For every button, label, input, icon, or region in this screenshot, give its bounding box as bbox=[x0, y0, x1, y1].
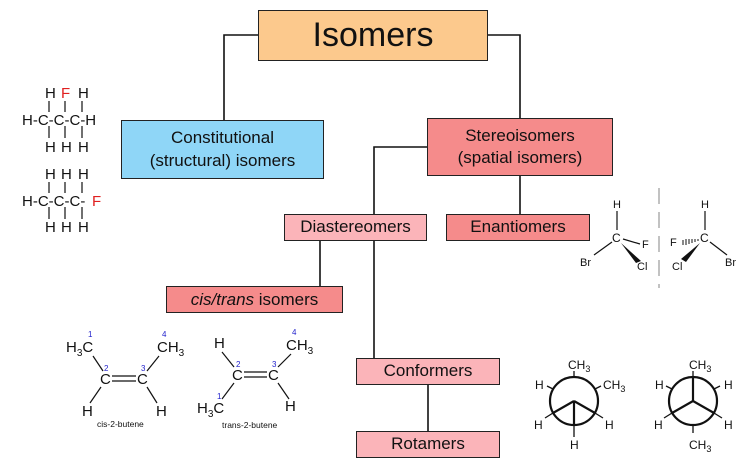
stereoisomers-line1: Stereoisomers bbox=[465, 125, 575, 145]
trans-2-butene: H 4 CH3 2 3 C C 1 H3C H trans-2-butene bbox=[197, 328, 314, 430]
h-atom: H bbox=[535, 378, 544, 392]
cl-atom: Cl bbox=[637, 261, 647, 273]
trans-2-butene-caption: trans-2-butene bbox=[222, 420, 278, 430]
cis-trans-rest: isomers bbox=[254, 290, 319, 309]
enantiomers-box: Enantiomers bbox=[446, 214, 590, 241]
h-atom: H bbox=[78, 219, 89, 236]
chiral-carbon: C bbox=[700, 231, 709, 245]
methyl-group: CH3 bbox=[286, 337, 314, 357]
carbon-number: 2 bbox=[236, 360, 241, 369]
title-box: Isomers bbox=[258, 10, 488, 61]
carbon-number: 3 bbox=[141, 364, 146, 373]
f-atom: F bbox=[92, 193, 101, 210]
methyl-group: H3C bbox=[197, 400, 224, 420]
h-atom: H bbox=[285, 398, 296, 415]
conformers-box: Conformers bbox=[356, 358, 500, 385]
h-atom: H bbox=[613, 199, 621, 211]
alkene-carbon: C bbox=[232, 367, 243, 384]
carbon-number: 4 bbox=[162, 330, 167, 339]
f-atom: F bbox=[61, 85, 70, 102]
h-atom: H bbox=[45, 85, 56, 102]
stereoisomers-box: Stereoisomers (spatial isomers) bbox=[427, 118, 613, 176]
constitutional-line1: Constitutional bbox=[170, 128, 274, 148]
cis-2-butene-caption: cis-2-butene bbox=[97, 419, 144, 429]
line-title-stereo bbox=[487, 34, 521, 118]
rotamers-label: Rotamers bbox=[391, 434, 465, 454]
stereoisomers-line2: (spatial isomers) bbox=[457, 148, 583, 167]
carbon-number: 3 bbox=[272, 360, 277, 369]
carbon-number: 2 bbox=[104, 364, 109, 373]
newman-projection-1: CH3 H CH3 H H H bbox=[534, 358, 625, 452]
line-stereo-diastereomers bbox=[373, 146, 428, 214]
h-atom: H bbox=[654, 418, 663, 432]
h-atom: H bbox=[78, 139, 89, 156]
carbon-chain: H-C-C-C- bbox=[22, 193, 85, 210]
h-atom: H bbox=[45, 166, 56, 183]
h-atom: H bbox=[45, 219, 56, 236]
methyl-group: CH3 bbox=[157, 339, 185, 359]
line-title-constitutional bbox=[223, 34, 259, 121]
carbon-number: 1 bbox=[88, 330, 93, 339]
h-atom: H bbox=[724, 418, 733, 432]
cis-trans-italic: cis/trans bbox=[190, 290, 255, 309]
cis-2-butene: 1 H3C 4 CH3 2 3 C C H H cis-2-butene bbox=[66, 330, 185, 429]
methyl-group: CH3 bbox=[689, 438, 711, 454]
enantiomer-right: H C F Br Cl bbox=[670, 199, 736, 273]
methyl-group: CH3 bbox=[689, 358, 711, 374]
h-atom: H bbox=[61, 219, 72, 236]
carbon-number: 4 bbox=[292, 328, 297, 337]
alkene-carbon: C bbox=[268, 367, 279, 384]
cis-trans-isomers-box: cis/trans isomers bbox=[166, 286, 343, 313]
h-atom: H bbox=[605, 418, 614, 432]
alkene-carbon: C bbox=[137, 371, 148, 388]
h-atom: H bbox=[61, 166, 72, 183]
diastereomers-box: Diastereomers bbox=[284, 214, 427, 241]
alkene-carbon: C bbox=[100, 371, 111, 388]
rotamers-box: Rotamers bbox=[356, 431, 500, 458]
h-atom: H bbox=[655, 378, 664, 392]
h-atom: H bbox=[78, 166, 89, 183]
h-atom: H bbox=[701, 199, 709, 211]
br-atom: Br bbox=[580, 257, 591, 269]
h-atom: H bbox=[214, 335, 225, 352]
fluoropropane-2: H F H H-C-C-C-H H H H bbox=[22, 85, 96, 156]
h-atom: H bbox=[61, 139, 72, 156]
methyl-group: CH3 bbox=[603, 378, 625, 394]
diastereomers-label: Diastereomers bbox=[300, 217, 411, 237]
br-atom: Br bbox=[725, 257, 736, 269]
h-atom: H bbox=[45, 139, 56, 156]
page-title: Isomers bbox=[312, 16, 434, 55]
h-atom: H bbox=[82, 403, 93, 420]
fluoropropane-1: H H H H-C-C-C- F H H H bbox=[22, 166, 101, 236]
constitutional-line2: (structural) isomers bbox=[149, 150, 296, 170]
carbon-number: 1 bbox=[217, 392, 222, 401]
h-atom: H bbox=[156, 403, 167, 420]
f-atom: F bbox=[642, 239, 649, 251]
h-atom: H bbox=[724, 378, 733, 392]
enantiomer-left: H C F Br Cl bbox=[580, 199, 649, 273]
constitutional-isomers-box: Constitutional (structural) isomers bbox=[121, 120, 324, 179]
enantiomers-label: Enantiomers bbox=[470, 217, 566, 237]
f-atom: F bbox=[670, 237, 677, 249]
cl-atom: Cl bbox=[672, 261, 682, 273]
chiral-carbon: C bbox=[612, 231, 621, 245]
h-atom: H bbox=[78, 85, 89, 102]
carbon-chain: H-C-C-C-H bbox=[22, 112, 96, 129]
newman-projection-2: CH3 H H H H CH3 bbox=[654, 358, 733, 454]
methyl-group: CH3 bbox=[568, 358, 590, 374]
h-atom: H bbox=[570, 438, 579, 452]
h-atom: H bbox=[534, 418, 543, 432]
conformers-label: Conformers bbox=[383, 361, 473, 381]
methyl-group: H3C bbox=[66, 339, 93, 359]
